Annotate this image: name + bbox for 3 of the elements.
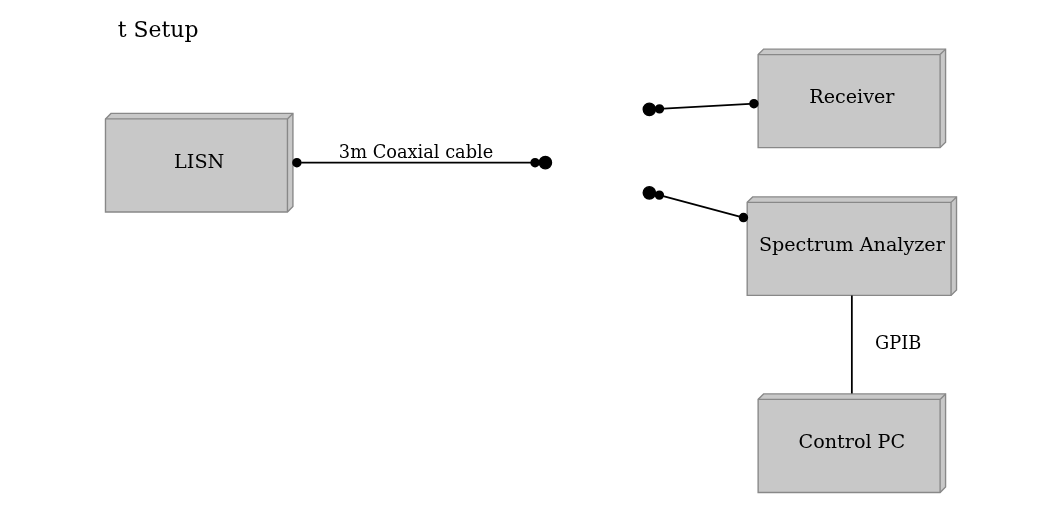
edge-label: 3m Coaxial cable xyxy=(338,140,493,162)
edge-label: GPIB xyxy=(874,332,921,354)
diagram-title: t Setup xyxy=(117,16,198,42)
